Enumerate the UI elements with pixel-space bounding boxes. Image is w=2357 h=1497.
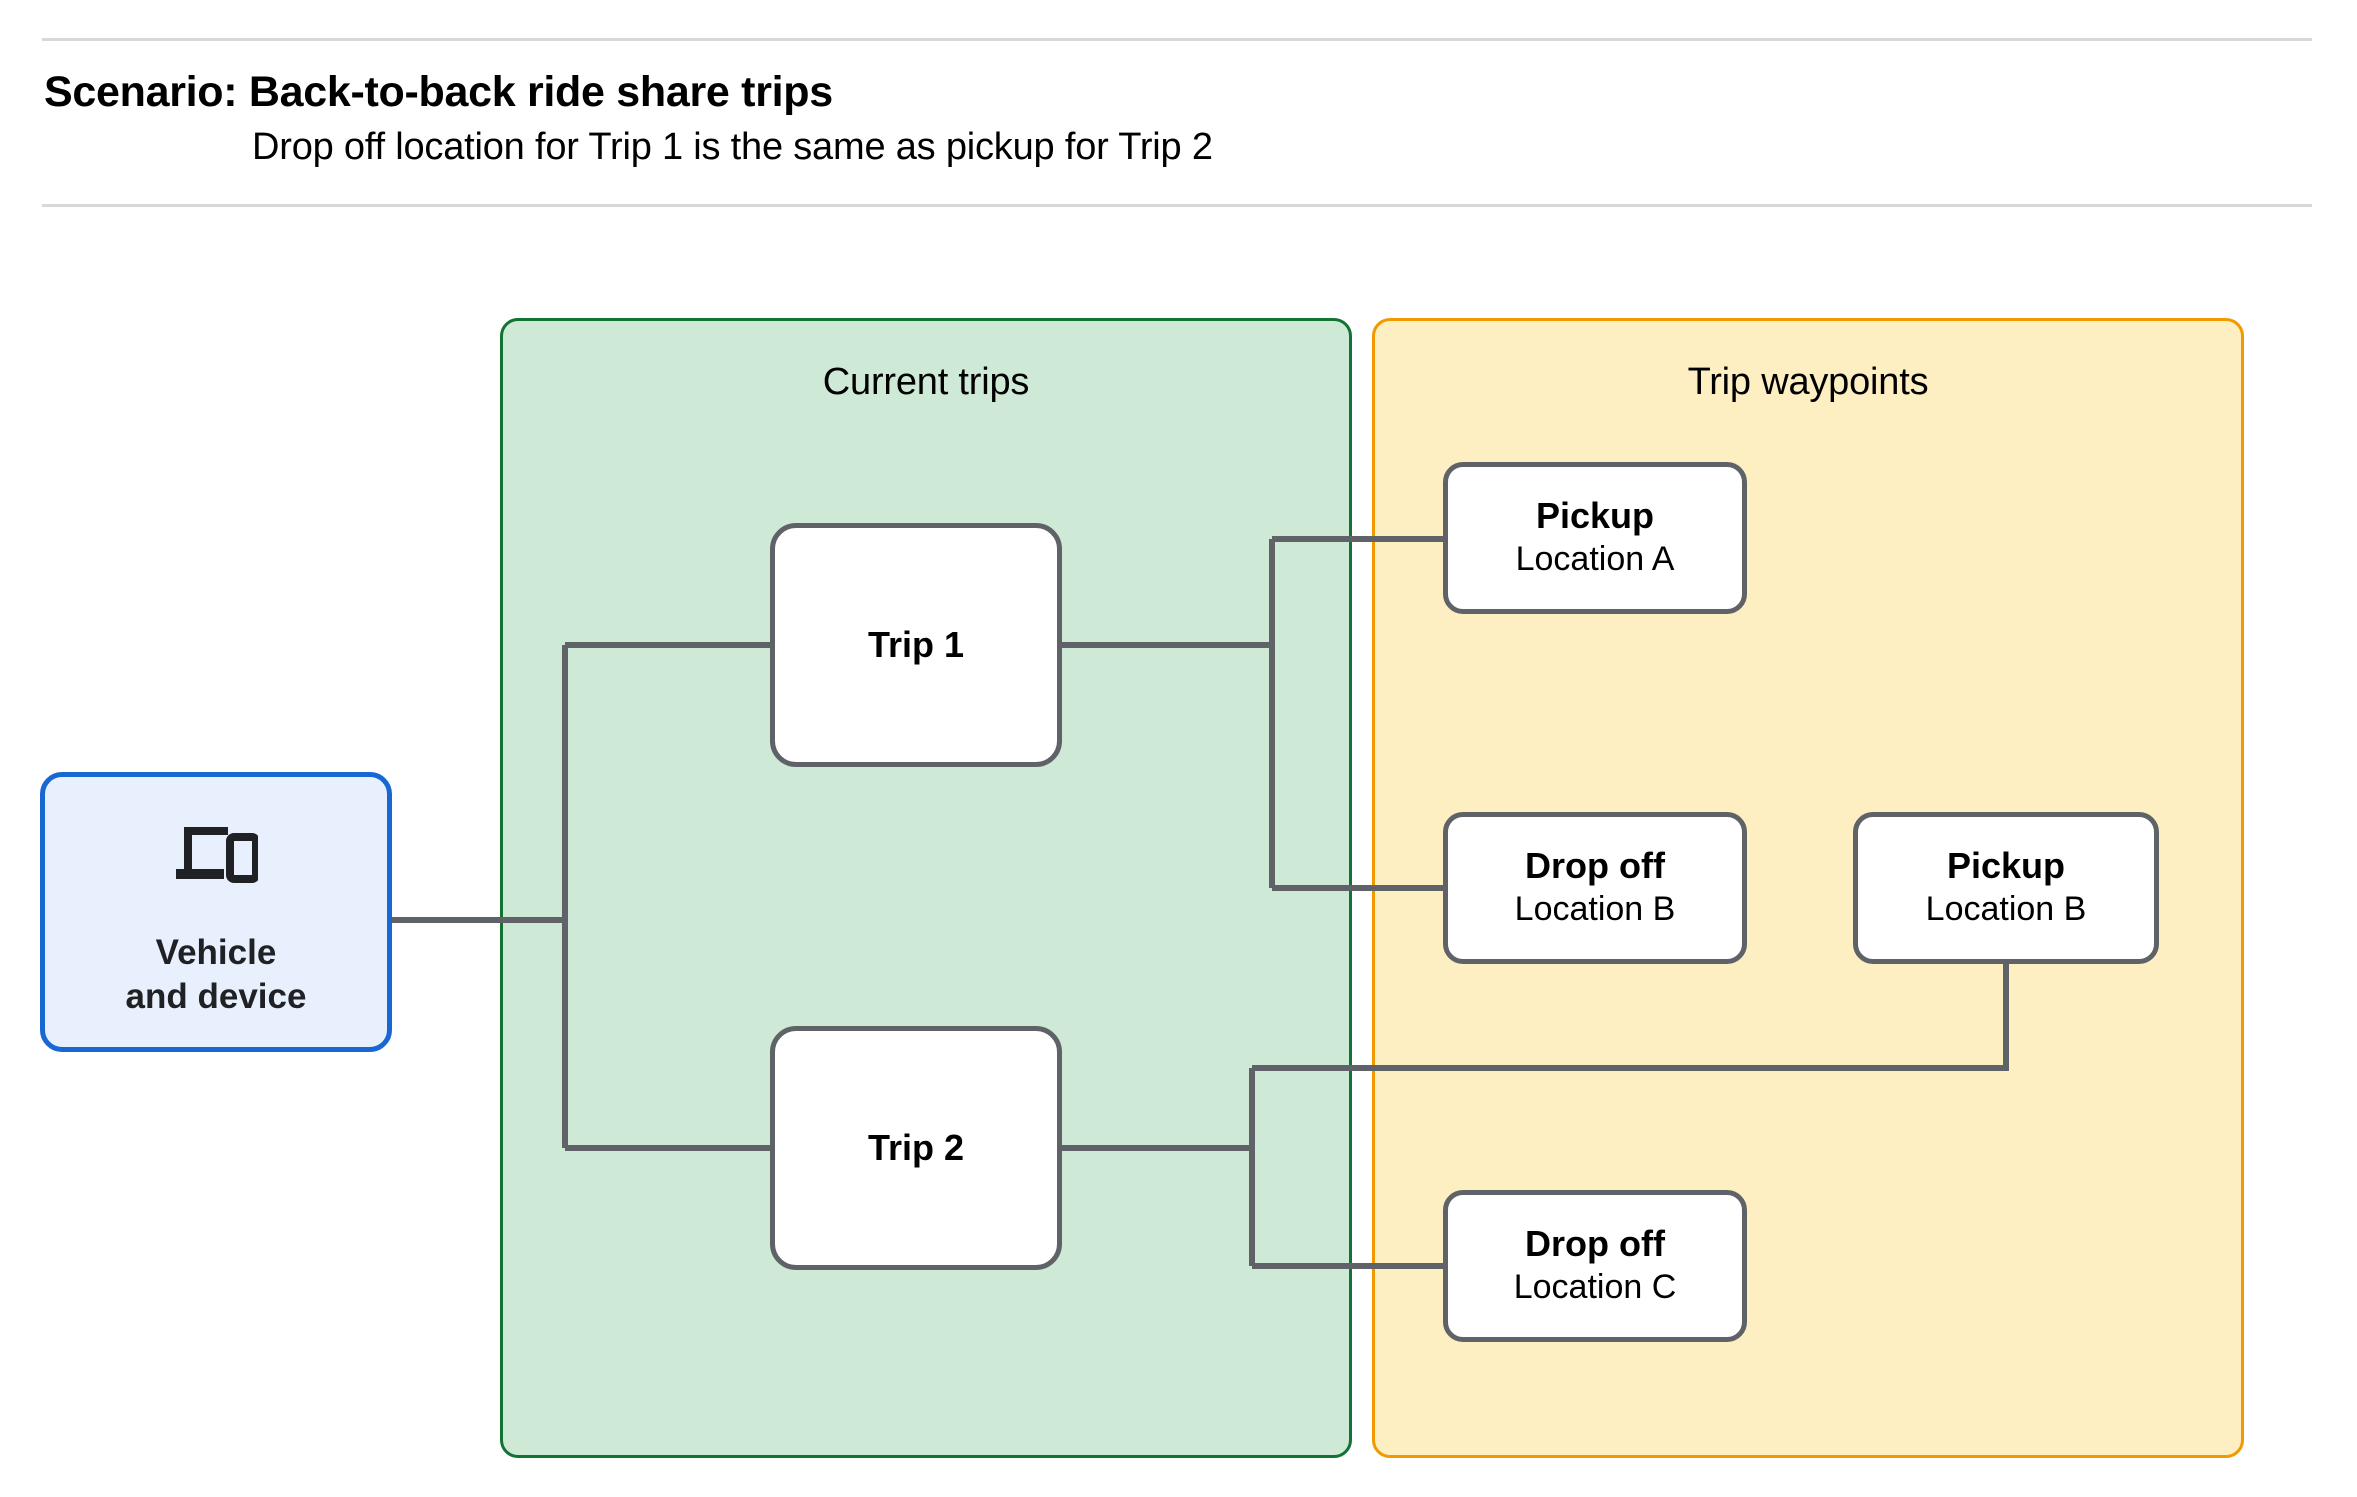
waypoint-location-label: Location A	[1515, 539, 1675, 578]
group-trip-waypoints-title: Trip waypoints	[1687, 361, 1929, 403]
waypoint-location-label: Location C	[1513, 1267, 1677, 1306]
group-current-trips: Current trips	[500, 318, 1352, 1458]
node-trip-1[interactable]: Trip 1	[770, 523, 1062, 767]
node-waypoint-dropoff-location-b[interactable]: Drop off Location B	[1443, 812, 1747, 964]
node-waypoint-dropoff-location-c[interactable]: Drop off Location C	[1443, 1190, 1747, 1342]
page-subtitle: Drop off location for Trip 1 is the same…	[252, 126, 1213, 168]
devices-icon	[176, 827, 258, 883]
node-waypoint-pickup-location-a[interactable]: Pickup Location A	[1443, 462, 1747, 614]
waypoint-type-label: Drop off	[1525, 1223, 1665, 1265]
node-waypoint-pickup-location-b[interactable]: Pickup Location B	[1853, 812, 2159, 964]
header-divider-top	[42, 38, 2312, 41]
vehicle-and-device-label: Vehicle and device	[125, 933, 307, 1017]
waypoint-location-label: Location B	[1514, 889, 1676, 928]
node-vehicle-and-device[interactable]: Vehicle and device	[40, 772, 392, 1052]
group-current-trips-title: Current trips	[822, 361, 1030, 403]
waypoint-type-label: Pickup	[1535, 495, 1655, 537]
waypoint-type-label: Pickup	[1946, 845, 2066, 887]
node-trip-2-label: Trip 2	[867, 1126, 965, 1168]
node-trip-2[interactable]: Trip 2	[770, 1026, 1062, 1270]
header-divider-bottom	[42, 204, 2312, 207]
node-trip-1-label: Trip 1	[867, 623, 965, 665]
waypoint-location-label: Location B	[1925, 889, 2087, 928]
page-title: Scenario: Back-to-back ride share trips	[44, 68, 833, 116]
waypoint-type-label: Drop off	[1525, 845, 1665, 887]
